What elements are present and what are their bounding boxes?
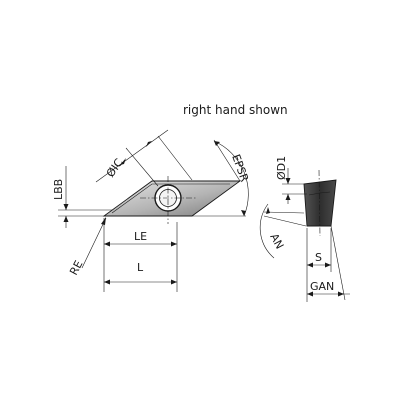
l-dimension: L xyxy=(104,250,178,292)
d1-label: ØD1 xyxy=(275,156,288,180)
an-dimension: AN xyxy=(259,203,307,259)
le-label: LE xyxy=(134,230,147,243)
lbb-label: LBB xyxy=(52,179,65,200)
ic-label: ØIC xyxy=(104,156,126,180)
gan-label: GAN xyxy=(310,280,334,293)
re-leader: RE xyxy=(67,217,107,277)
re-label: RE xyxy=(67,258,85,277)
s-dimension: S xyxy=(306,228,332,302)
an-label: AN xyxy=(267,231,286,251)
epsr-label: EPSR xyxy=(229,153,251,184)
insert-top-view xyxy=(102,176,242,224)
l-label: L xyxy=(137,261,144,274)
ic-dimension: ØIC xyxy=(95,129,193,187)
note-text: right hand shown xyxy=(183,103,288,117)
s-label: S xyxy=(315,251,322,264)
d1-dimension: ØD1 xyxy=(275,156,307,204)
insert-facet-line xyxy=(111,183,230,214)
gan-dimension: GAN xyxy=(307,225,350,301)
side-centerline xyxy=(318,169,321,237)
le-dimension: LE xyxy=(103,218,178,292)
lbb-dimension: LBB xyxy=(52,166,112,228)
